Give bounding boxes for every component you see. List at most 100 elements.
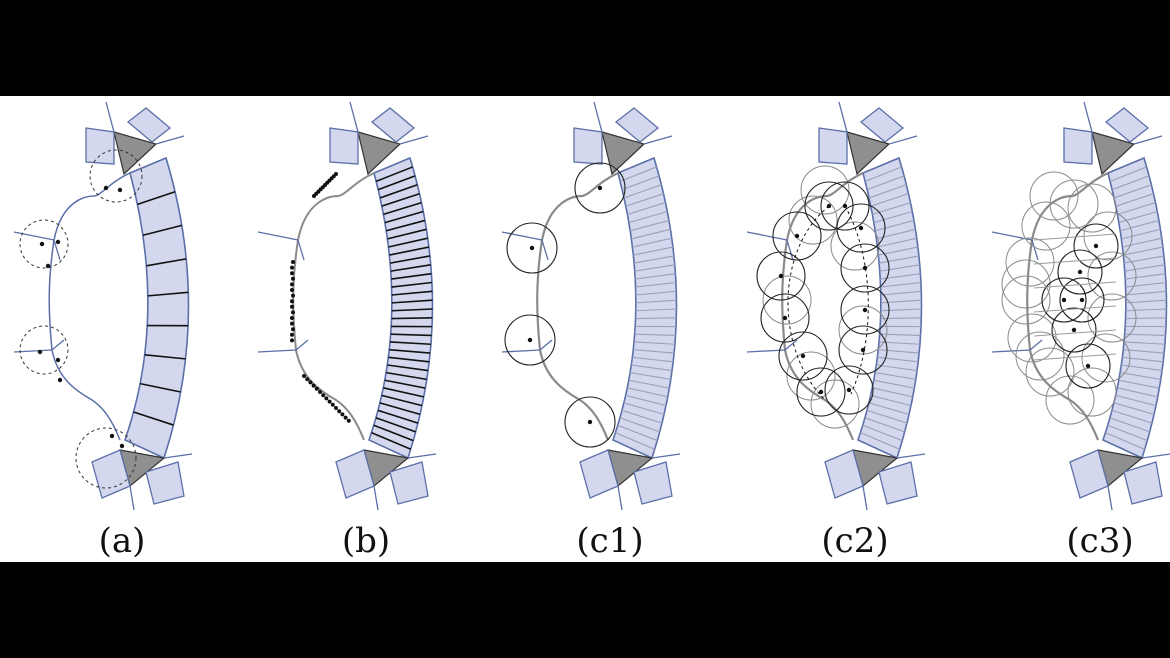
node-dot [1077,269,1083,275]
band-cross-line [621,409,663,424]
node-dot [290,271,294,276]
node-dot [1061,297,1067,303]
node-dot [334,172,338,176]
band-cross-line [388,237,428,248]
node-dot [597,185,603,191]
band-cross-line [873,210,913,224]
spoke-line [651,453,681,459]
spoke-line [407,453,437,459]
node-dot [340,412,345,417]
filling-circle-light [1015,331,1065,381]
node-dot [321,393,326,398]
medial-circle [796,367,846,417]
node-dot [290,304,294,309]
band-cross-line [876,364,918,372]
band-cross-line [625,193,664,207]
band-cross-line [1113,184,1152,199]
band-cross-line [868,402,910,415]
filling-circle-light [1049,179,1099,229]
medial-circle [756,251,806,301]
inscribed-circle [574,162,626,214]
side-spoke [784,339,798,351]
band-cross-line [1107,424,1148,442]
band-cross-line [1121,364,1163,372]
medial-circle [760,293,810,343]
side-spoke [501,231,543,241]
band-cross-line [617,424,658,442]
node-dot [529,245,535,251]
band-cross-line [633,349,675,354]
boundary-curve [536,171,619,441]
band-cross-line [623,402,665,415]
band-cross-line [880,290,922,296]
node-dot [846,387,852,393]
band-cross-line [623,184,662,199]
band-cross-line [873,379,915,389]
spoke-line [373,485,379,511]
side-spoke [746,349,786,353]
filling-circle-light [1001,259,1051,309]
band-cross-line [1124,341,1165,345]
band-cross-line [391,290,433,296]
node-dot [302,374,306,378]
node-dot [346,418,351,423]
band-cross-line [866,409,908,424]
band-cross-line [384,379,426,389]
band-end-line [146,258,187,267]
connector-line [1033,305,1117,313]
filling-circle-light [1005,237,1055,287]
spoke-line [349,101,359,133]
node-dot [862,265,868,271]
spoke-line [888,135,918,145]
band-cross-line [880,308,922,312]
band-cross-line [627,387,668,398]
band-cross-line [870,394,912,407]
node-dot [290,321,294,326]
node-dot [119,443,125,449]
node-dot [291,310,295,315]
node-dot [527,337,533,343]
band-cross-line [391,281,433,288]
band-cross-line [631,364,673,372]
node-dot [290,265,294,270]
node-dot [1093,243,1099,249]
medial-circle-light [800,165,850,215]
band-cross-line [1118,210,1158,224]
inscribed-circle [504,314,556,366]
medial-axis-path [844,205,869,395]
inscribed-circle [506,222,558,274]
band-cross-line [385,371,427,381]
band-cross-line [1119,372,1161,380]
band-cross-line [389,348,431,354]
band-cross-line [383,201,422,216]
panel-c2 [746,101,926,511]
medial-circle-light [830,221,880,271]
node-dot [117,187,123,193]
filling-circle [1057,249,1103,295]
medial-circle [840,285,890,335]
node-dot [55,239,61,245]
panel-labels: (a) (b) (c1) (c2) (c3) [99,521,1134,561]
node-dot [330,402,335,407]
medial-circle-light [762,275,812,325]
band-cross-line [1115,394,1157,407]
band-cross-line [377,175,416,191]
panel-label-a: (a) [99,521,146,561]
band-cross-line [375,166,413,183]
band-cross-line [377,409,419,424]
panel-label-c3: (c3) [1066,521,1133,561]
filling-circle-light [1067,183,1117,233]
band-cross-line [381,192,420,207]
band-cross-line [615,432,655,450]
band-cross-line [879,255,920,264]
connector-line [1033,233,1117,241]
node-dot [308,380,313,385]
top-left-square [85,127,115,165]
band-cross-line [880,281,922,288]
medial-circle [824,365,874,415]
node-dot [291,276,295,281]
connector-line [1033,281,1117,289]
node-dot [782,315,788,321]
filling-circle-light [1087,251,1137,301]
band-cross-line [1123,349,1165,354]
